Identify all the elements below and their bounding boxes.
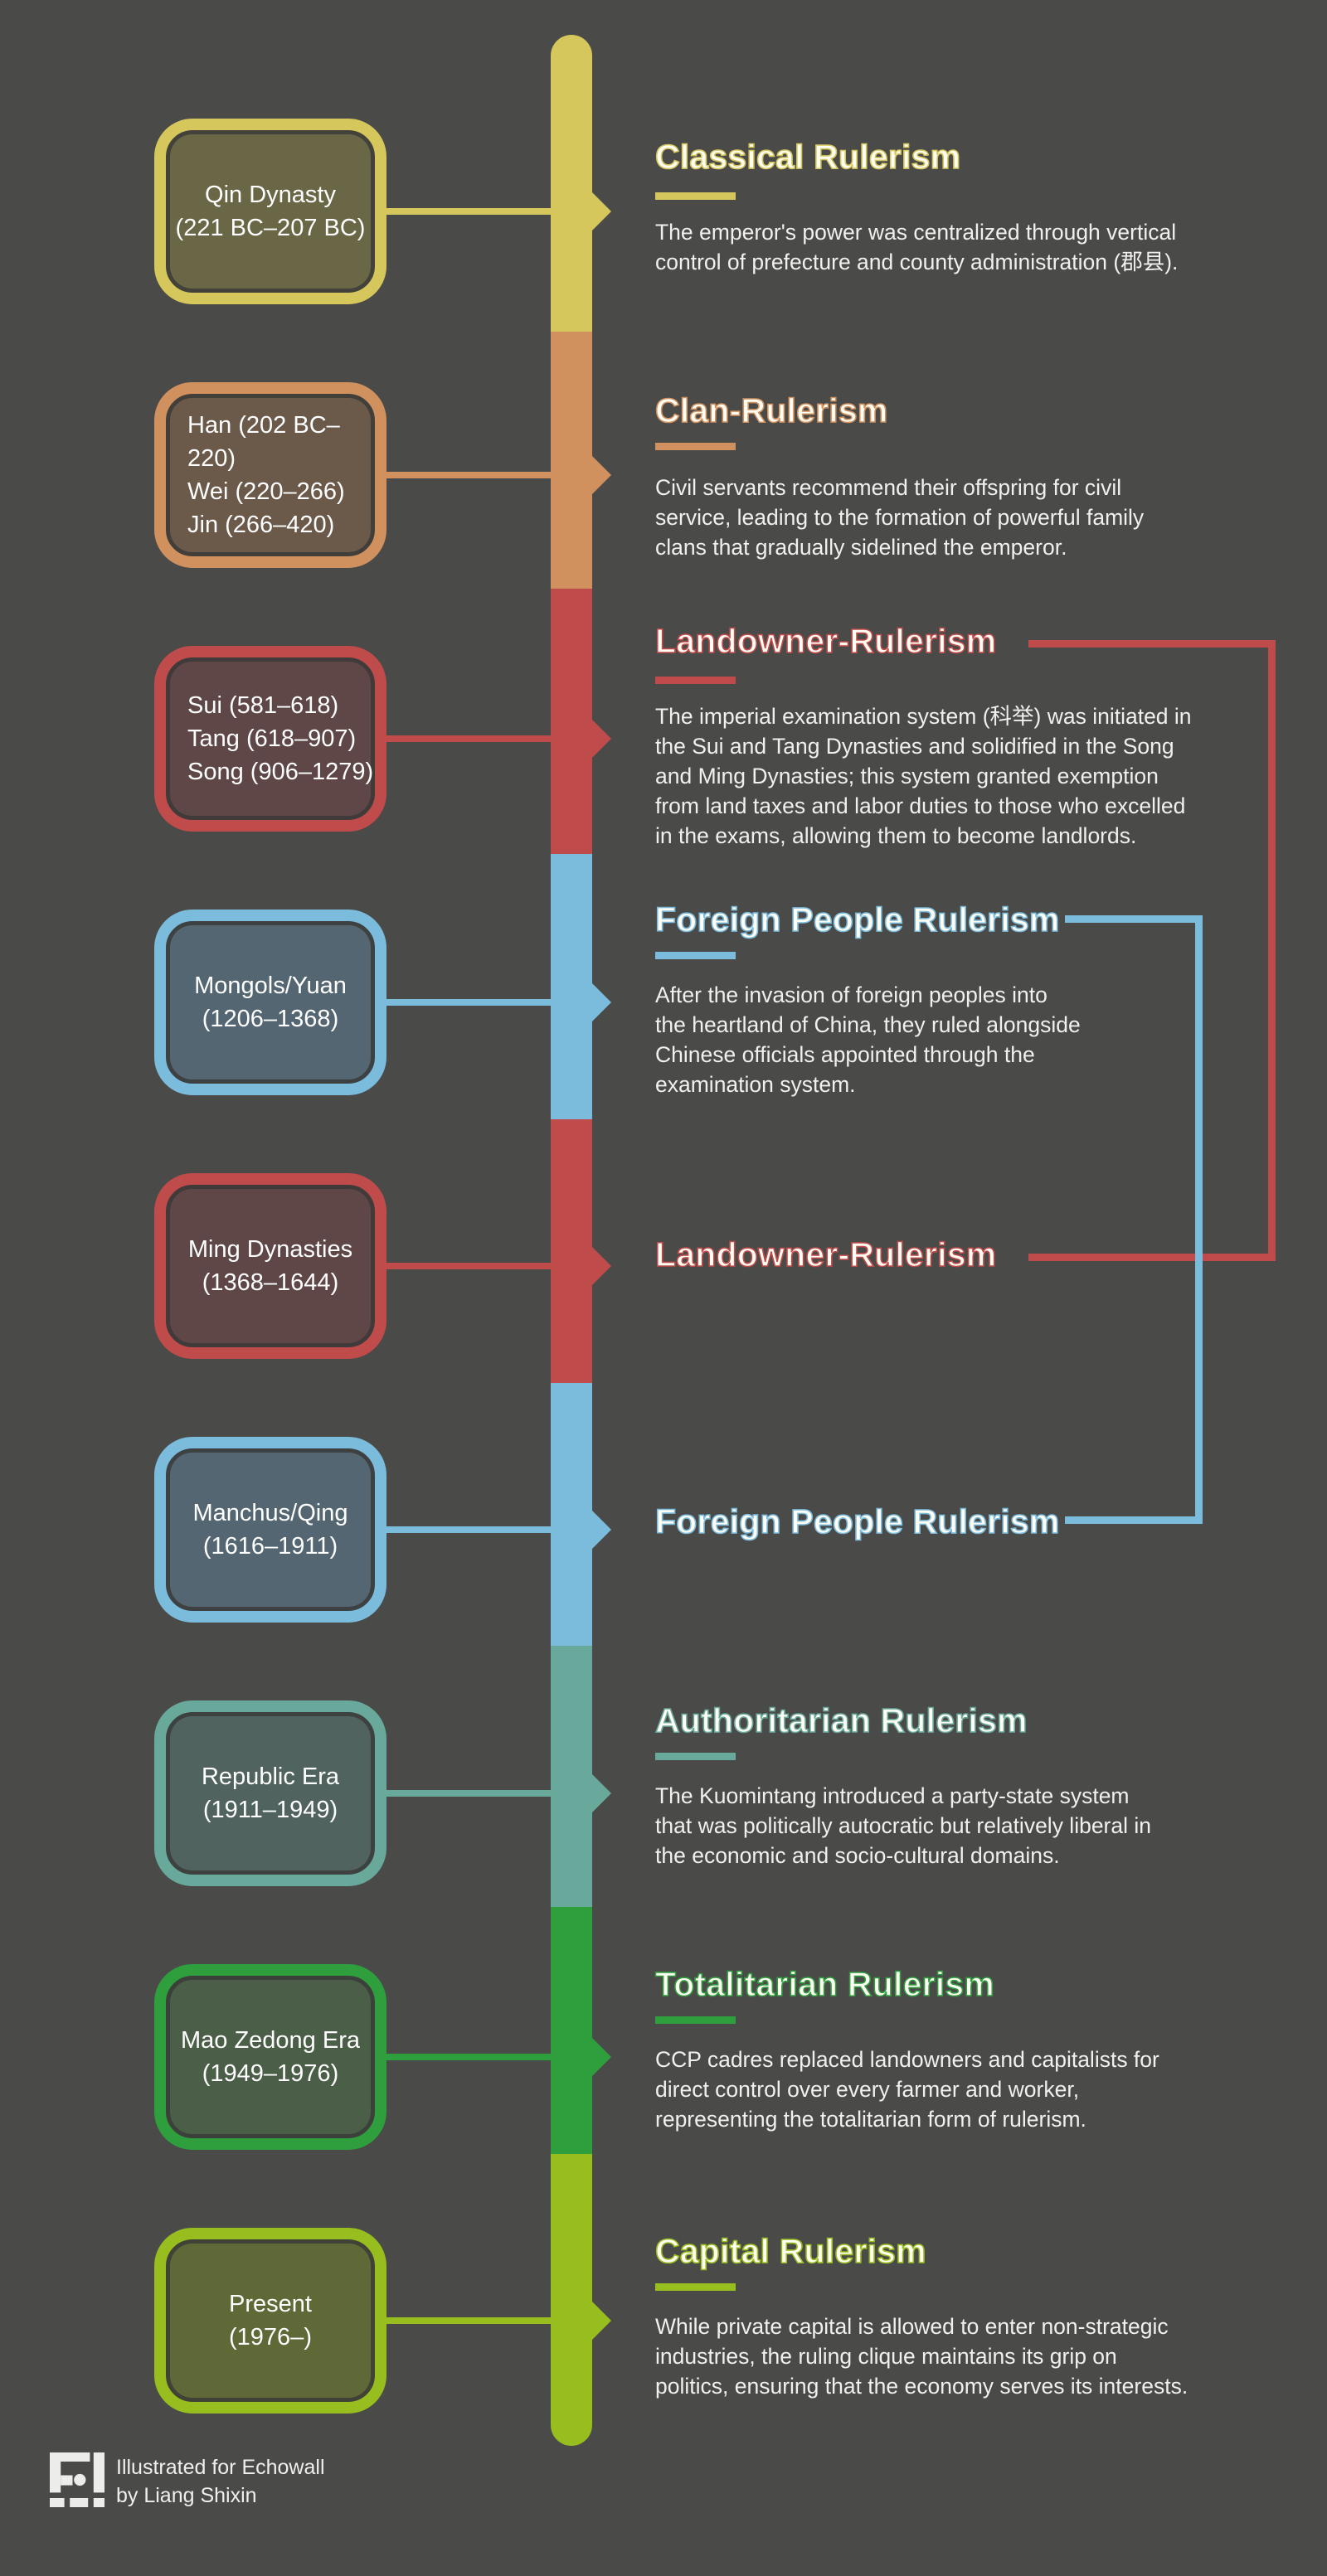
credit-text: Illustrated for Echowall by Liang Shixin <box>116 2453 325 2510</box>
era-box-label: Manchus/Qing (1616–1911) <box>192 1500 348 1560</box>
landowner-link-bracket <box>1028 1254 1276 1261</box>
connector-line <box>382 2054 559 2060</box>
arrow-right-icon <box>591 982 611 1022</box>
era-box-label: Ming Dynasties (1368–1644) <box>187 1236 353 1296</box>
era-box-label: Republic Era (1911–1949) <box>201 1763 340 1823</box>
era-box: Republic Era (1911–1949) <box>154 1700 386 1886</box>
foreign-link-bracket <box>1065 915 1203 923</box>
connector-line <box>382 2317 559 2324</box>
foreign-link-bracket <box>1065 1516 1203 1524</box>
connector-line <box>382 999 559 1006</box>
timeline-segment <box>551 35 592 332</box>
arrow-right-icon <box>591 192 611 231</box>
timeline-segment <box>551 1907 592 2154</box>
rulerism-title: Totalitarian Rulerism <box>654 1964 994 2004</box>
arrow-right-icon <box>591 2301 611 2341</box>
timeline-segment <box>551 854 592 1119</box>
connector-line <box>382 735 559 742</box>
timeline-bar <box>551 35 592 2446</box>
rulerism-title: Classical Rulerism <box>654 137 961 177</box>
title-underline <box>655 443 736 450</box>
era-box-label: Qin Dynasty (221 BC–207 BC) <box>175 182 366 241</box>
era-box: Present (1976–) <box>154 2228 386 2413</box>
rulerism-description: After the invasion of foreign peoples in… <box>655 982 1081 1097</box>
landowner-link-bracket <box>1028 640 1276 648</box>
era-box: Sui (581–618) Tang (618–907) Song (906–1… <box>154 646 386 832</box>
rulerism-title: Authoritarian Rulerism <box>654 1700 1028 1740</box>
era-box: Mao Zedong Era (1949–1976) <box>154 1964 386 2150</box>
credit-line-1: Illustrated for Echowall <box>116 2456 325 2479</box>
era-box-label: Present (1976–) <box>229 2291 312 2350</box>
era-box-label: Mongols/Yuan (1206–1368) <box>194 973 347 1032</box>
era-box: Manchus/Qing (1616–1911) <box>154 1437 386 1623</box>
credit-line-2: by Liang Shixin <box>116 2484 257 2507</box>
connector-line <box>382 1526 559 1533</box>
timeline-segment <box>551 2154 592 2446</box>
rulerism-title: Clan-Rulerism <box>654 391 888 430</box>
timeline-segment <box>551 1119 592 1383</box>
rulerism-title: Foreign People Rulerism <box>654 900 1060 939</box>
rulerism-title: Landowner-Rulerism <box>654 621 997 661</box>
timeline-segment <box>551 1646 592 1907</box>
landowner-link-bracket <box>1268 640 1276 1261</box>
rulerism-description: CCP cadres replaced landowners and capit… <box>655 2047 1159 2132</box>
rulerism-description: The emperor's power was centralized thro… <box>655 220 1179 274</box>
era-box: Qin Dynasty (221 BC–207 BC) <box>154 119 386 304</box>
connector-line <box>382 1790 559 1797</box>
echowall-logo-icon <box>50 2452 105 2511</box>
arrow-right-icon <box>591 719 611 759</box>
era-box-label: Mao Zedong Era (1949–1976) <box>180 2027 360 2087</box>
timeline-segment <box>551 332 592 589</box>
arrow-right-icon <box>591 1773 611 1813</box>
era-box: Mongols/Yuan (1206–1368) <box>154 910 386 1095</box>
arrow-right-icon <box>591 1510 611 1550</box>
title-underline <box>655 677 736 684</box>
connector-line <box>382 472 559 478</box>
timeline-segment <box>551 1383 592 1646</box>
rulerism-description: The Kuomintang introduced a party-state … <box>655 1783 1151 1868</box>
arrow-right-icon <box>591 1246 611 1286</box>
arrow-right-icon <box>591 455 611 495</box>
title-underline <box>655 1753 736 1760</box>
arrow-right-icon <box>591 2037 611 2077</box>
era-box: Han (202 BC–220) Wei (220–266) Jin (266–… <box>154 382 386 568</box>
timeline-segment <box>551 589 592 854</box>
title-underline <box>655 192 736 200</box>
title-underline <box>655 2016 736 2024</box>
connector-line <box>382 1263 559 1269</box>
title-underline <box>655 952 736 959</box>
title-underline <box>655 2283 736 2291</box>
era-box-label: Sui (581–618) Tang (618–907) Song (906–1… <box>187 692 374 785</box>
rulerism-title: Landowner-Rulerism <box>654 1235 997 1274</box>
foreign-link-bracket <box>1195 915 1203 1524</box>
rulerism-description: The imperial examination system (科举) was… <box>655 704 1192 848</box>
rulerism-title: Capital Rulerism <box>654 2231 926 2271</box>
rulerism-title: Foreign People Rulerism <box>654 1501 1060 1541</box>
era-box: Ming Dynasties (1368–1644) <box>154 1173 386 1359</box>
era-box-label: Han (202 BC–220) Wei (220–266) Jin (266–… <box>187 412 345 538</box>
rulerism-description: Civil servants recommend their offspring… <box>655 475 1145 560</box>
rulerism-description: While private capital is allowed to ente… <box>655 2314 1188 2399</box>
connector-line <box>382 208 559 215</box>
